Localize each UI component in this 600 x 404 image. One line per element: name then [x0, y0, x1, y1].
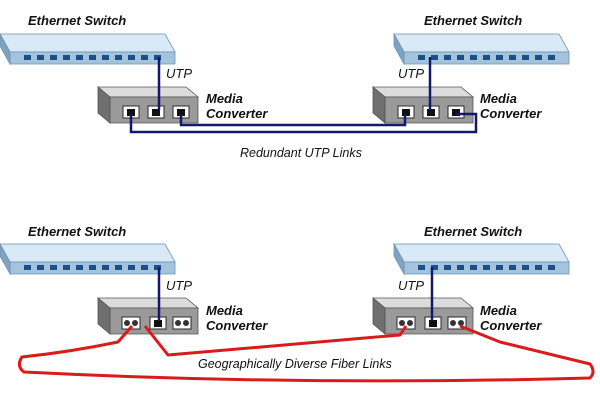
utp-label-bottom-right: UTP [398, 278, 424, 293]
media-converter-label-line1: Media [480, 91, 517, 106]
rj45-port [147, 105, 165, 119]
switch-label-top-right: Ethernet Switch [424, 13, 522, 28]
media-converter-label-line1: Media [206, 303, 243, 318]
media-converter-label-line2: Converter [480, 318, 542, 333]
ethernet-switch-top-left [0, 33, 176, 65]
utp-link-inner [179, 114, 407, 127]
switch-label-bottom-left: Ethernet Switch [28, 224, 126, 239]
media-converter-label-line1: Media [480, 303, 517, 318]
utp-label-top-left: UTP [166, 66, 192, 81]
media-converter-label-line1: Media [206, 91, 243, 106]
media-converter-label-line2: Converter [206, 318, 268, 333]
media-converter-label-line2: Converter [206, 106, 268, 121]
ethernet-switch-top-right [393, 33, 570, 65]
utp-scenario: Ethernet Switch Ethernet Switch UTP UTP … [0, 13, 570, 160]
ethernet-switch-bottom-left [0, 243, 176, 275]
media-converter-label-line2: Converter [480, 106, 542, 121]
utp-link-outer [129, 112, 478, 134]
redundant-utp-links-label: Redundant UTP Links [240, 146, 362, 160]
fiber-port [172, 316, 192, 330]
utp-label-bottom-left: UTP [166, 278, 192, 293]
fiber-link-inner [143, 325, 408, 357]
rj45-port [447, 105, 465, 119]
utp-label-top-right: UTP [398, 66, 424, 81]
switch-label-top-left: Ethernet Switch [28, 13, 126, 28]
fiber-links-label: Geographically Diverse Fiber Links [198, 357, 392, 371]
fiber-scenario: Ethernet Switch Ethernet Switch UTP UTP … [0, 224, 595, 383]
switch-label-bottom-right: Ethernet Switch [424, 224, 522, 239]
ethernet-switch-bottom-right [393, 243, 570, 275]
fiber-link-outer [17, 324, 595, 383]
